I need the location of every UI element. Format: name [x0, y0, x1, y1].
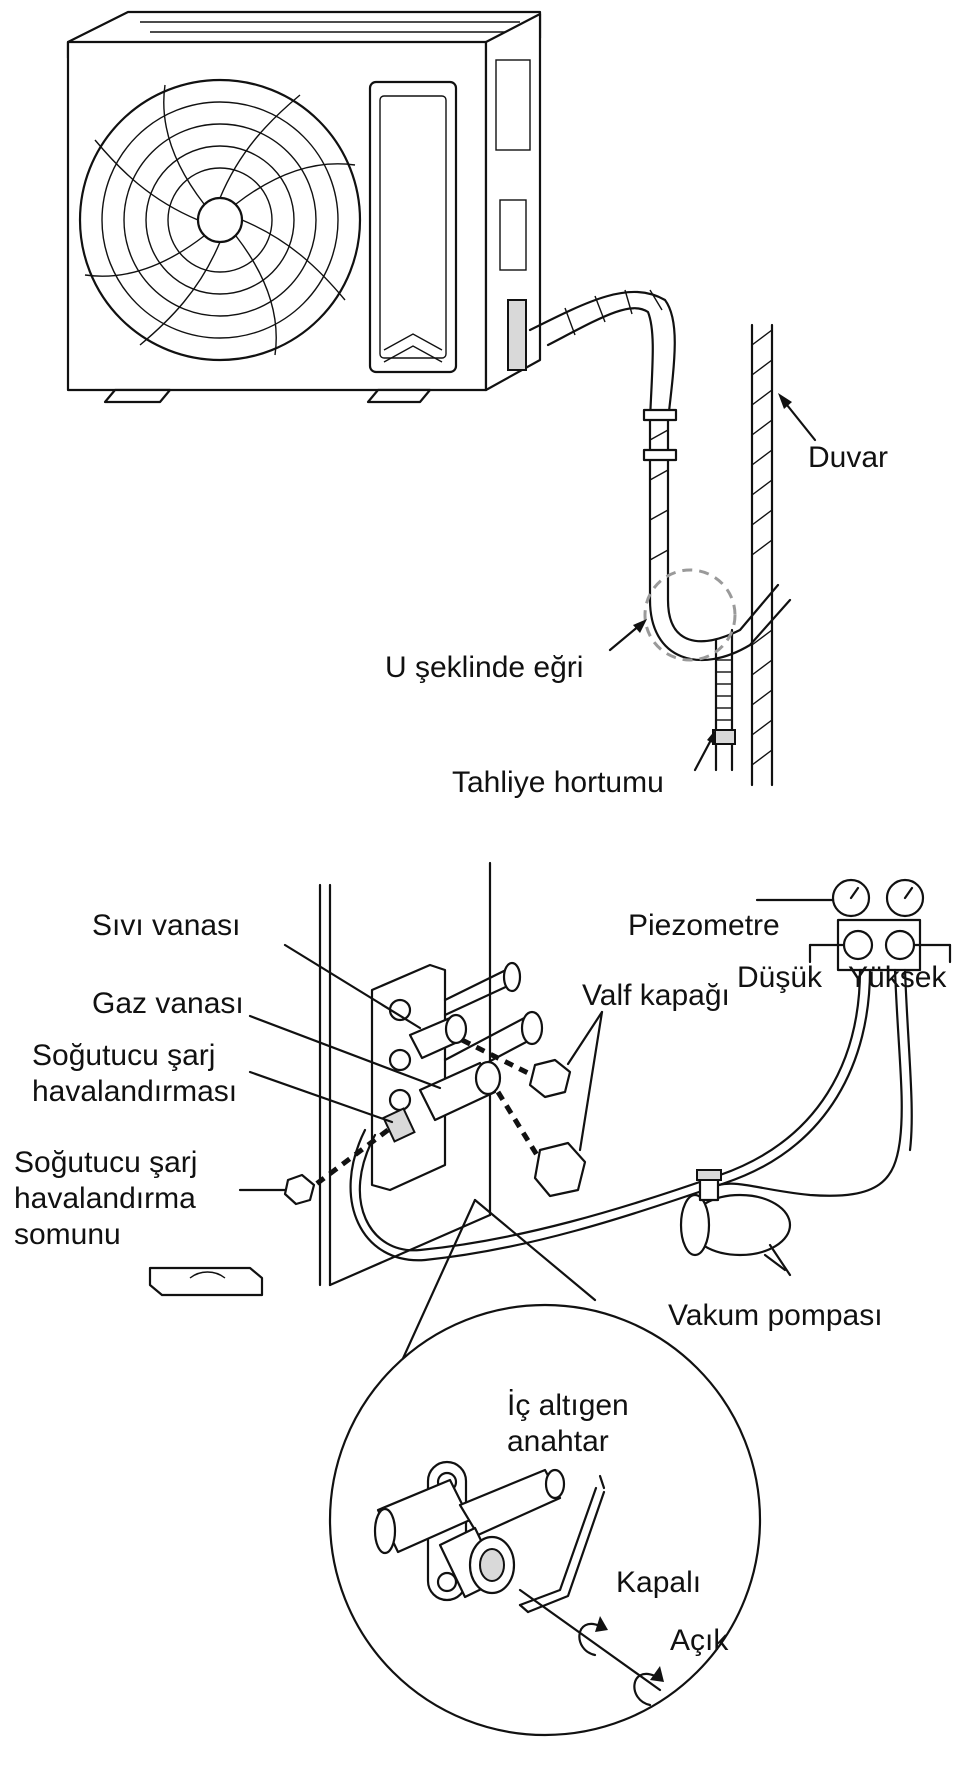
gas-valve-label: Gaz vanası	[92, 987, 244, 1020]
gas-valve	[388, 1060, 502, 1122]
refrigerant-pipe	[528, 289, 792, 772]
top-pointers	[608, 393, 817, 772]
vacuum-pump	[679, 1169, 792, 1272]
liquid-valve-label: Sıvı vanası	[92, 909, 241, 942]
alignment-dashes	[313, 1037, 543, 1187]
charge-vent-label: Soğutucu şarj havalandırması	[32, 1039, 238, 1108]
wall	[750, 323, 774, 787]
piezometer-label: Piezometre	[628, 909, 780, 942]
vacuum-pump-label: Vakum pompası	[668, 1299, 883, 1332]
wall-label: Duvar	[808, 441, 889, 474]
charge-port	[382, 1107, 416, 1143]
low-label: Düşük	[737, 961, 823, 994]
outdoor-unit	[66, 10, 542, 404]
u-bend-highlight	[643, 568, 737, 662]
valve-cap-small	[528, 1058, 572, 1099]
manifold-gauge	[755, 878, 952, 972]
valve-detail	[373, 1460, 664, 1707]
u-bend-label: U şeklinde eğri	[385, 651, 584, 684]
open-label: Açık	[670, 1624, 729, 1657]
drain-hose-label: Tahliye hortumu	[452, 766, 664, 799]
valve-panel	[370, 963, 447, 1192]
valve-cap-large	[533, 1141, 587, 1198]
high-label: Yüksek	[848, 961, 947, 994]
valve-cap-label: Valf kapağı	[582, 979, 730, 1012]
hoses	[349, 968, 913, 1262]
hex-key-label: İç altıgen anahtar	[507, 1389, 629, 1458]
detail-zoom	[328, 1198, 762, 1737]
charge-vent-nut-label: Soğutucu şarj havalandırma somunu	[14, 1146, 198, 1251]
pump-leader	[768, 1243, 792, 1277]
charge-vent-nut-shape	[283, 1173, 316, 1206]
liquid-valve	[388, 998, 468, 1072]
closed-label: Kapalı	[616, 1566, 702, 1599]
fan-grille	[78, 78, 362, 362]
leader-lines	[238, 943, 604, 1192]
